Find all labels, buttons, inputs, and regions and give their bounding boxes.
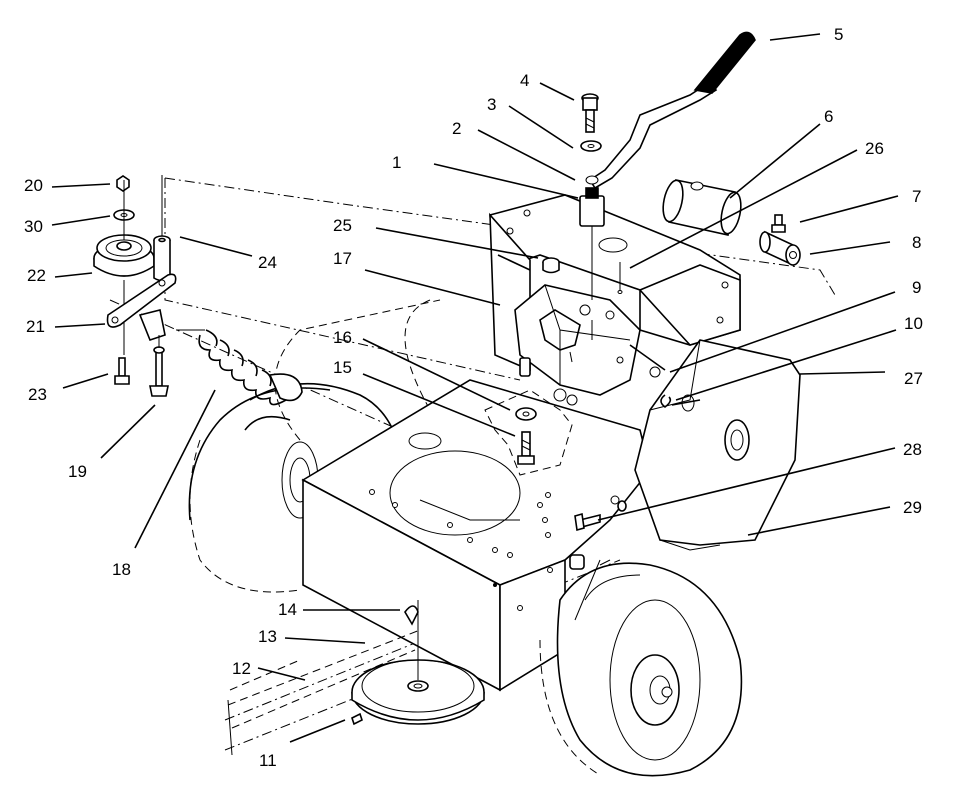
callout-5: 5 (834, 25, 843, 44)
idler-arm (106, 273, 177, 341)
washer-hole (587, 144, 595, 148)
callout-18: 18 (112, 560, 131, 579)
upper-console (489, 194, 801, 551)
hex-bolt-28 (574, 500, 627, 532)
callout-labels: 1 2 3 4 5 6 7 8 9 10 11 12 13 14 15 16 1… (24, 25, 923, 770)
woodruff-key (404, 605, 419, 626)
callout-20: 20 (24, 176, 43, 195)
drive-belt (227, 629, 421, 756)
callout-24: 24 (258, 253, 277, 272)
callout-16: 16 (333, 328, 352, 347)
callout-3: 3 (487, 95, 496, 114)
lever-bushing (579, 187, 605, 227)
callout-15: 15 (333, 358, 352, 377)
shoulder-bolt (581, 93, 599, 133)
callout-29: 29 (903, 498, 922, 517)
carriage-bolt (517, 431, 535, 465)
grease-fitting (771, 214, 786, 233)
shift-lever (585, 31, 756, 190)
extension-spring (176, 329, 303, 406)
drive-pulley (351, 600, 485, 725)
callout-9: 9 (912, 278, 921, 297)
callout-19: 19 (68, 462, 87, 481)
knob-cap (497, 254, 560, 274)
callout-21: 21 (26, 317, 45, 336)
front-right-tire (539, 554, 743, 777)
set-screw (351, 712, 363, 726)
callout-10: 10 (904, 314, 923, 333)
shoulder-stud (149, 335, 169, 397)
callout-4: 4 (520, 71, 529, 90)
callout-28: 28 (903, 440, 922, 459)
callout-12: 12 (232, 659, 251, 678)
callout-22: 22 (27, 266, 46, 285)
callout-2: 2 (452, 119, 461, 138)
chassis-frame (301, 379, 651, 692)
callout-7: 7 (912, 187, 921, 206)
washer-phantom (484, 389, 573, 476)
idler-pulley (93, 180, 155, 355)
transmission-assembly (514, 284, 701, 412)
callout-27: 27 (904, 369, 923, 388)
roll-pin-head (617, 290, 623, 294)
bearing (759, 230, 801, 267)
flat-washer-16 (515, 407, 537, 421)
callout-8: 8 (912, 233, 921, 252)
idler-bolt (114, 357, 130, 385)
callout-14: 14 (278, 600, 297, 619)
callout-17: 17 (333, 249, 352, 268)
callout-1: 1 (392, 153, 401, 172)
spacer (153, 175, 171, 282)
callout-30: 30 (24, 217, 43, 236)
callout-13: 13 (258, 627, 277, 646)
hex-nut (116, 175, 130, 192)
callout-26: 26 (865, 139, 884, 158)
leader-lines (51, 33, 899, 743)
callout-6: 6 (824, 107, 833, 126)
callout-25: 25 (333, 216, 352, 235)
callout-11: 11 (259, 751, 277, 770)
callout-23: 23 (28, 385, 47, 404)
tube-sleeve (662, 179, 742, 236)
